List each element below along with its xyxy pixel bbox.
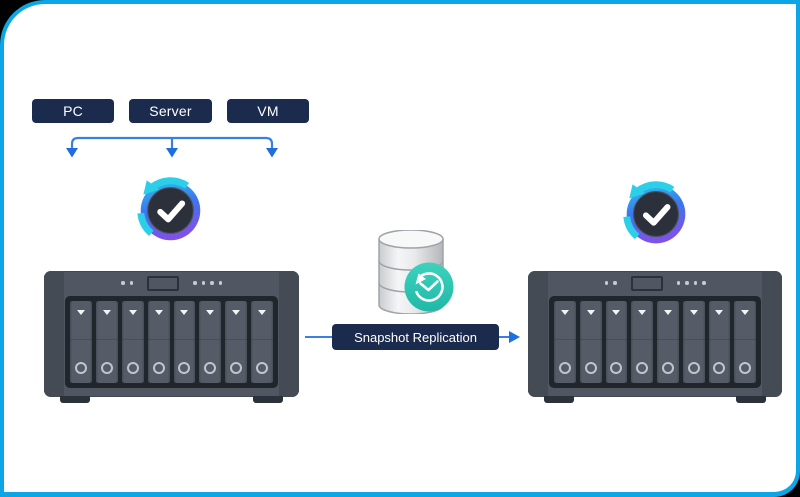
drive-bay <box>121 301 144 383</box>
snapshot-replication-label-box: Snapshot Replication <box>332 324 499 350</box>
nas-power-button <box>630 275 663 291</box>
drive-bay <box>225 301 248 383</box>
drive-bay <box>734 301 756 383</box>
drive-bay <box>579 301 602 383</box>
bay-screw <box>204 362 217 374</box>
source-box-pc: PC <box>32 99 114 123</box>
nas-foot <box>253 396 283 403</box>
source-label-server: Server <box>149 103 192 119</box>
nas-drive-panel <box>65 296 278 388</box>
nas-foot <box>60 396 90 403</box>
drive-bay <box>173 301 196 383</box>
nas-drive-panel <box>549 296 761 388</box>
source-nas <box>44 271 299 403</box>
bay-screw <box>584 362 597 374</box>
drive-bay <box>657 301 679 383</box>
nas-led-dots <box>604 281 617 285</box>
nas-side-panel <box>279 271 299 397</box>
drive-bay <box>554 301 576 383</box>
nas-side-panel <box>44 271 64 397</box>
nas-side-panel <box>528 271 548 397</box>
bay-screw <box>558 362 571 374</box>
drive-bay <box>631 301 653 383</box>
bay-screw <box>713 362 726 374</box>
nas-top-strip <box>548 271 762 295</box>
nas-led-dots <box>121 281 133 285</box>
drive-bay <box>251 301 273 383</box>
nas-top-strip <box>64 271 279 295</box>
source-box-server: Server <box>129 99 212 123</box>
drive-bay <box>605 301 628 383</box>
bay-screw <box>661 362 674 374</box>
bay-screw <box>152 362 165 374</box>
snapshot-replication-label: Snapshot Replication <box>354 329 477 345</box>
bay-screw <box>610 362 623 374</box>
source-label-vm: VM <box>257 103 279 119</box>
drive-bay <box>682 301 705 383</box>
active-backup-icon-right <box>623 181 689 247</box>
bay-screw <box>100 362 113 374</box>
database-snapshot-icon <box>378 230 454 314</box>
active-backup-icon-left <box>137 177 204 244</box>
bay-screw <box>687 362 700 374</box>
nas-led-dots <box>676 281 706 285</box>
drive-bay <box>147 301 170 383</box>
drive-bay <box>708 301 731 383</box>
bay-screw <box>74 362 87 374</box>
drive-bay <box>95 301 118 383</box>
nas-power-button <box>147 275 179 291</box>
nas-foot <box>736 396 766 403</box>
destination-nas <box>528 271 782 403</box>
bay-screw <box>739 362 752 374</box>
bay-screw <box>178 362 191 374</box>
bay-screw <box>256 362 269 374</box>
bay-screw <box>230 362 243 374</box>
sources-connector-arrows <box>66 136 278 158</box>
drive-bay <box>70 301 92 383</box>
bay-screw <box>126 362 139 374</box>
nas-foot <box>544 396 574 403</box>
bay-screw <box>636 362 649 374</box>
source-label-pc: PC <box>63 103 83 119</box>
nas-side-panel <box>762 271 782 397</box>
drive-bay <box>199 301 222 383</box>
source-box-vm: VM <box>227 99 309 123</box>
nas-led-dots <box>193 281 222 285</box>
